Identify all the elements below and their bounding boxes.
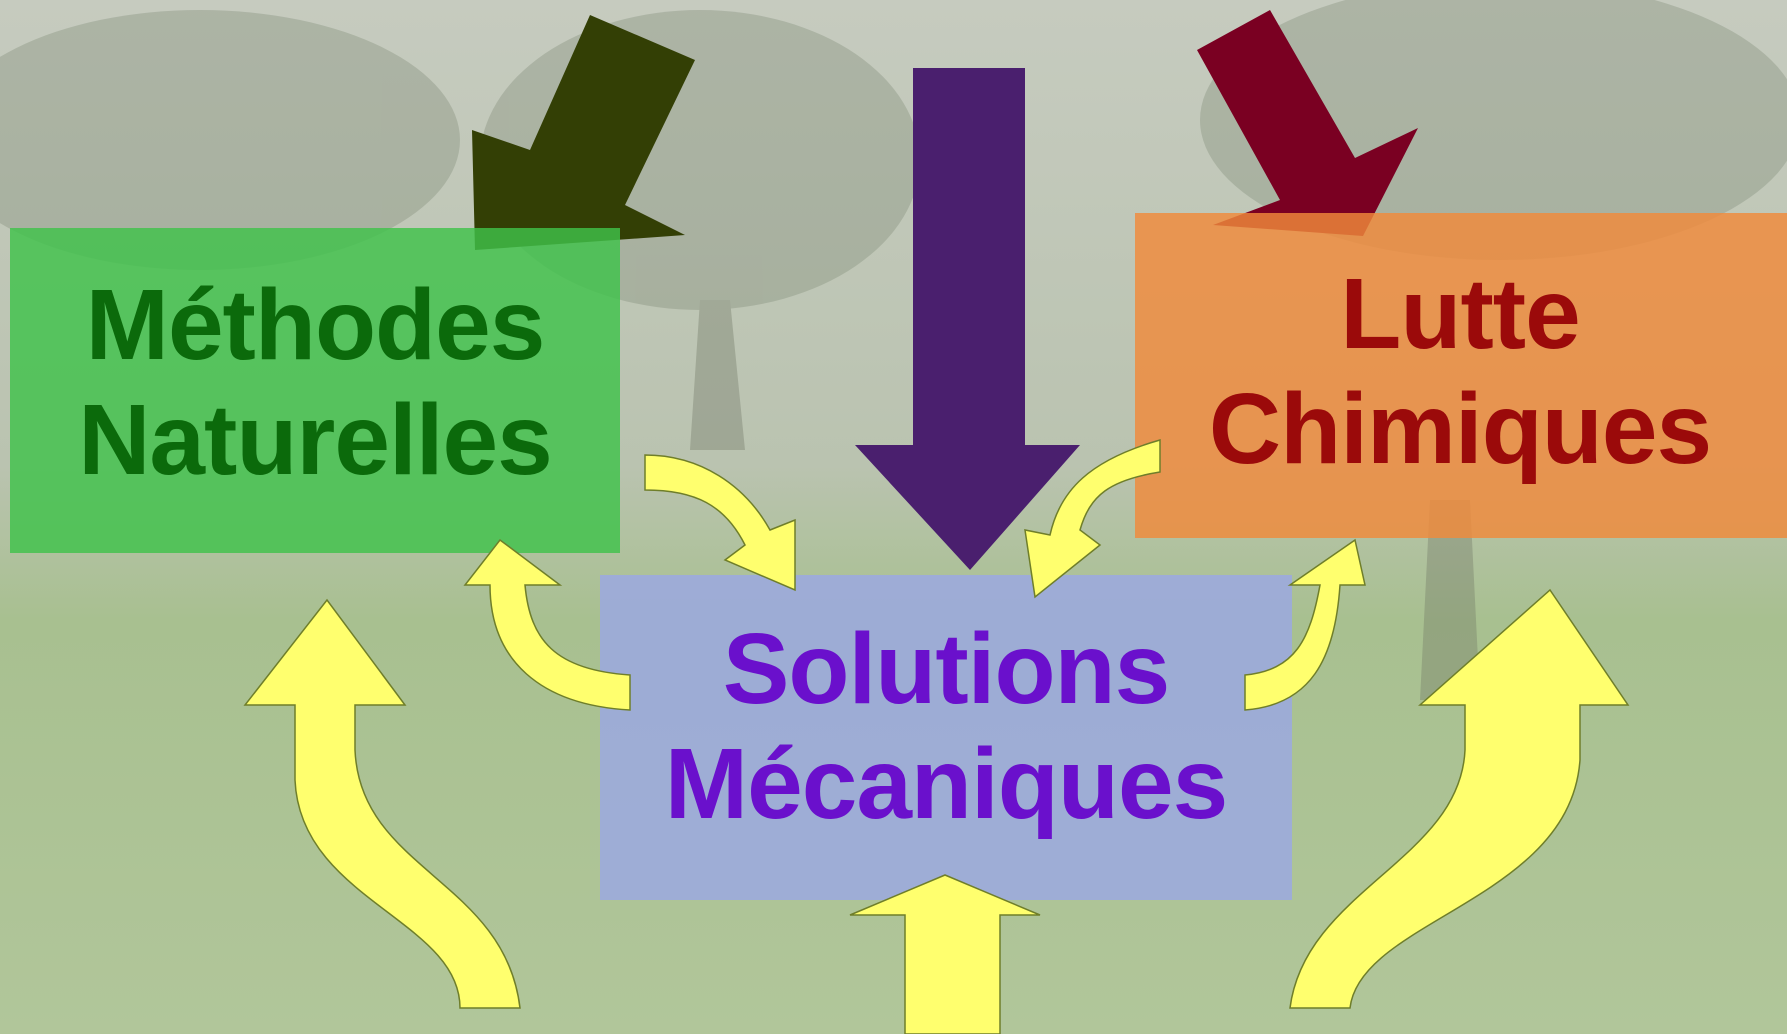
box-solutions-mecaniques: [600, 575, 1292, 900]
solutions-mecaniques-line2: Mécaniques: [664, 728, 1228, 840]
box-methodes-naturelles: [10, 228, 620, 553]
box-lutte-chimiques: [1135, 213, 1787, 538]
yellow-arrow-bottom-center: [849, 874, 1041, 1034]
yellow-arrows: [243, 439, 1630, 1034]
dark-green-arrow: [472, 15, 695, 250]
yellow-arrow-bottom-left: [243, 598, 521, 1009]
yellow-arrow-bottom-right: [1289, 588, 1630, 1009]
methodes-naturelles-line1: Méthodes: [85, 269, 546, 381]
methodes-naturelles-label: Méthodes Naturelles: [10, 268, 620, 498]
solutions-mecaniques-label: Solutions Mécaniques: [600, 612, 1292, 842]
purple-arrow: [855, 68, 1080, 570]
yellow-arrow-mecaniques-to-chimiques: [1244, 538, 1366, 711]
yellow-arrow-mecaniques-to-naturelles: [463, 538, 631, 711]
solutions-mecaniques-line1: Solutions: [722, 613, 1171, 725]
yellow-arrow-chimiques-to-mecaniques: [1024, 439, 1161, 599]
lutte-chimiques-line1: Lutte: [1340, 258, 1580, 370]
lutte-chimiques-label: Lutte Chimiques: [1135, 257, 1785, 487]
yellow-arrow-naturelles-to-mecaniques: [644, 454, 796, 592]
lutte-chimiques-line2: Chimiques: [1208, 373, 1712, 485]
dark-red-arrow: [1197, 10, 1418, 236]
methodes-naturelles-line2: Naturelles: [78, 384, 553, 496]
